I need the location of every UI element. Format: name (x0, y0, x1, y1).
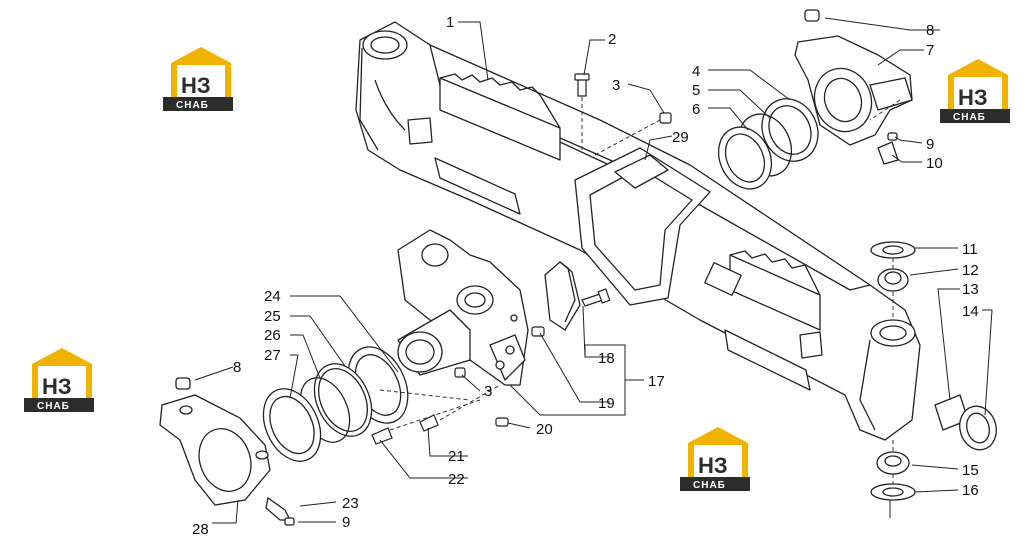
watermark-logo-left-bottom: НЗ СНАБ (24, 348, 94, 412)
pin-19 (531, 326, 545, 337)
bearing-cap (544, 261, 581, 331)
seal-rings-right (717, 98, 819, 190)
watermark-logo-center-bottom: НЗ СНАБ (680, 427, 750, 491)
callout-26: 26 (264, 327, 281, 344)
callout-15: 15 (962, 462, 979, 479)
callout-labels: 1 2 3 4 5 6 7 8 9 10 11 12 13 14 15 16 1… (192, 14, 979, 538)
callout-9-left: 9 (342, 514, 350, 531)
nipple-9-right (887, 132, 898, 141)
callout-1: 1 (446, 14, 454, 31)
callout-28: 28 (192, 521, 209, 538)
callout-8-left: 8 (233, 359, 241, 376)
logo-sub-text: СНАБ (953, 112, 986, 123)
alignment-dashes (379, 97, 901, 484)
callout-13: 13 (962, 281, 979, 298)
callout-12: 12 (962, 262, 979, 279)
callout-3-center: 3 (484, 383, 492, 400)
carrier-bracket (397, 229, 529, 386)
callout-9-top: 9 (926, 136, 934, 153)
logo-main-text: НЗ (42, 374, 72, 399)
logo-sub-text: СНАБ (176, 100, 209, 111)
breather-valve (574, 73, 590, 97)
callout-4: 4 (692, 63, 700, 80)
callout-19: 19 (598, 395, 615, 412)
callout-6: 6 (692, 101, 700, 118)
axle-housing (355, 21, 921, 441)
callout-25: 25 (264, 308, 281, 325)
nut-8-left (175, 377, 191, 390)
plug-3-top (659, 112, 672, 124)
callout-10: 10 (926, 155, 943, 172)
nut-8-right (804, 9, 820, 22)
logo-main-text: НЗ (958, 85, 988, 110)
callout-2: 2 (608, 31, 616, 48)
callout-8-top: 8 (926, 22, 934, 39)
end-bracket-left (159, 377, 295, 526)
callout-29: 29 (672, 129, 689, 146)
right-lower-parts (870, 241, 997, 501)
callout-14: 14 (962, 303, 979, 320)
seal-rings-left (262, 346, 409, 462)
callout-7: 7 (926, 42, 934, 59)
callout-5: 5 (692, 82, 700, 99)
logo-main-text: НЗ (698, 453, 728, 478)
callout-22: 22 (448, 471, 465, 488)
bolt-23 (265, 496, 292, 521)
bolt-18 (581, 288, 611, 307)
callout-16: 16 (962, 482, 979, 499)
callout-27: 27 (264, 347, 281, 364)
callout-11: 11 (962, 241, 978, 258)
callout-24: 24 (264, 288, 281, 305)
callout-23: 23 (342, 495, 359, 512)
logo-sub-text: СНАБ (37, 401, 70, 412)
nipple-9-left (284, 517, 295, 526)
callout-18: 18 (598, 350, 615, 367)
leader-lines (194, 17, 993, 524)
small-fasteners-left (371, 367, 509, 445)
callout-3-top: 3 (612, 77, 620, 94)
bolt-10 (877, 141, 899, 165)
callout-21: 21 (448, 448, 465, 465)
logo-main-text: НЗ (181, 73, 211, 98)
end-bracket-right (794, 9, 913, 165)
watermark-logo-left-top: НЗ СНАБ (163, 47, 233, 111)
logo-sub-text: СНАБ (693, 480, 726, 491)
watermark-logo-right-top: НЗ СНАБ (940, 59, 1010, 123)
callout-17: 17 (648, 373, 665, 390)
callout-20: 20 (536, 421, 553, 438)
